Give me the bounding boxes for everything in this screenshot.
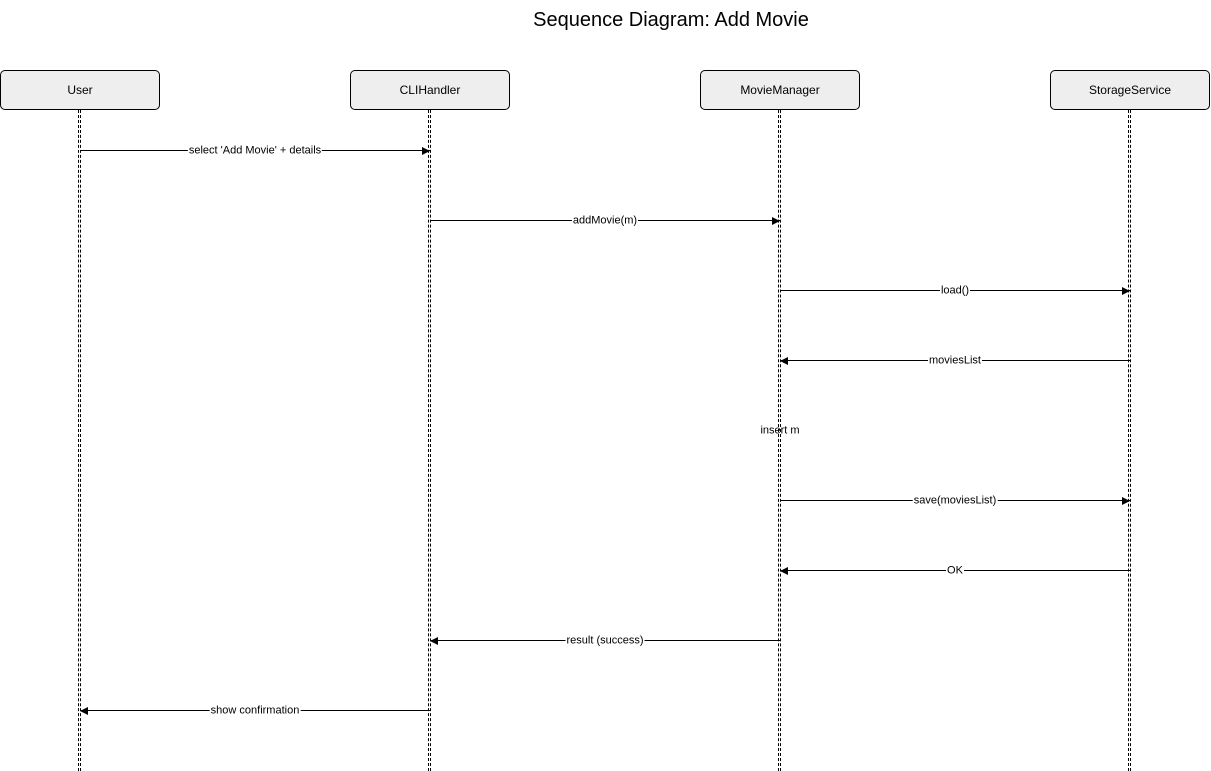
participant-user: User bbox=[0, 70, 160, 110]
arrow-head-icon bbox=[1122, 286, 1130, 295]
lifeline-clihandler bbox=[428, 110, 431, 771]
lifeline-moviemanager bbox=[778, 110, 781, 771]
arrow-head-icon bbox=[80, 706, 88, 715]
participant-label: StorageService bbox=[1088, 83, 1172, 97]
message-label: save(moviesList) bbox=[912, 494, 998, 508]
message-label: result (success) bbox=[565, 634, 645, 648]
participant-label: MovieManager bbox=[740, 83, 820, 97]
arrow-head-icon bbox=[430, 636, 438, 645]
participant-label: CLIHandler bbox=[399, 83, 461, 97]
participant-label: User bbox=[67, 83, 93, 97]
participant-storageservice: StorageService bbox=[1050, 70, 1210, 110]
lifeline-user bbox=[78, 110, 81, 771]
message-label: addMovie(m) bbox=[571, 214, 639, 228]
arrow-head-icon bbox=[1122, 496, 1130, 505]
message-label: OK bbox=[946, 564, 964, 578]
self-action-label: insert m bbox=[760, 424, 800, 437]
lifeline-storageservice bbox=[1128, 110, 1131, 771]
message-label: select 'Add Movie' + details bbox=[187, 144, 323, 158]
message-label: show confirmation bbox=[209, 704, 301, 718]
message-label: moviesList bbox=[928, 354, 982, 368]
arrow-head-icon bbox=[422, 146, 430, 155]
diagram-title: Sequence Diagram: Add Movie bbox=[533, 9, 809, 31]
participant-clihandler: CLIHandler bbox=[350, 70, 510, 110]
arrow-head-icon bbox=[780, 356, 788, 365]
arrow-head-icon bbox=[780, 566, 788, 575]
participant-moviemanager: MovieManager bbox=[700, 70, 860, 110]
message-label: load() bbox=[939, 284, 971, 298]
arrow-head-icon bbox=[772, 216, 780, 225]
